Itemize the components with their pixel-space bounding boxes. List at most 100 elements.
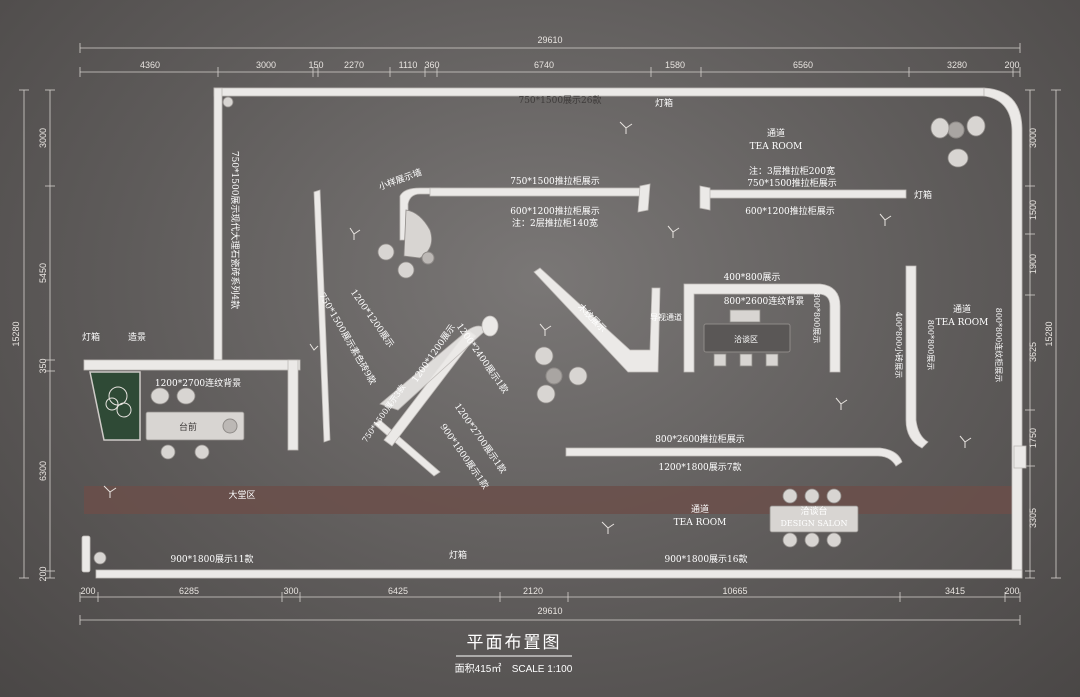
dim-top-seg: 6560	[793, 60, 813, 70]
dim-bottom-seg: 200	[1004, 586, 1019, 596]
stool-icon	[160, 444, 176, 460]
reception-desk	[145, 411, 245, 441]
dim-right-seg: 3000	[1028, 128, 1038, 148]
dim-bottom-seg: 2120	[523, 586, 543, 596]
slide-display-2: 600*1200推拉柜展示	[510, 205, 600, 217]
tea-room-top: TEA ROOM	[750, 142, 803, 152]
corridor-right: 通道	[953, 303, 971, 315]
dim-top-seg: 1580	[665, 60, 685, 70]
outer-walls	[81, 87, 1027, 579]
dim-total-bottom: 29610	[537, 606, 562, 616]
dim-bottom-seg: 300	[283, 586, 298, 596]
bottom-display-2: 900*1800展示16款	[664, 553, 747, 565]
showcase-right-2b: 800*800展示	[926, 320, 935, 371]
slide-note-2: 注：2层推拉柜140宽	[512, 217, 598, 229]
dim-top-seg: 150	[308, 60, 323, 70]
showcase-right-2: 800*800展示	[812, 293, 821, 344]
dim-bottom-seg: 10665	[722, 586, 747, 596]
dim-top-seg: 3280	[947, 60, 967, 70]
dim-left-seg: 6300	[38, 461, 48, 481]
showcase-400-label: 400*800展示	[724, 272, 781, 283]
plan-title: 平面布置图	[467, 633, 562, 653]
scenery-label: 造景	[128, 331, 146, 343]
slide-long-label: 800*2600推拉柜展示	[655, 433, 745, 445]
negotiation-label: 洽谈区	[734, 334, 758, 344]
plant-icon	[421, 251, 435, 265]
light-box-top: 灯箱	[655, 97, 673, 109]
corridor-bottom: 通道	[691, 503, 709, 515]
dim-left-seg: 350	[38, 358, 48, 373]
dim-left-seg: 3000	[38, 128, 48, 148]
slide-display-3: 750*1500推拉柜展示	[747, 177, 837, 189]
slide-display-1: 750*1500推拉柜展示	[510, 175, 600, 187]
diag-display-1: 1200*1200展示	[348, 287, 396, 349]
dim-left-total: 15280	[11, 321, 21, 346]
slide-note-3: 注：3层推拉柜200宽	[749, 165, 835, 177]
dim-top-seg: 360	[424, 60, 439, 70]
dim-top-seg: 200	[1004, 60, 1019, 70]
dim-bottom-seg: 200	[80, 586, 95, 596]
person-icons	[103, 121, 972, 534]
dim-top-seg: 4360	[140, 60, 160, 70]
chair-icon	[377, 243, 395, 261]
plant-icon	[93, 551, 107, 565]
scenery-panel	[89, 371, 141, 441]
light-box-left: 灯箱	[82, 331, 100, 343]
negotiation-area	[683, 283, 841, 373]
dim-right-seg: 1900	[1028, 254, 1038, 274]
tea-room-bottom: TEA ROOM	[674, 518, 727, 528]
dim-total-top: 29610	[537, 35, 562, 45]
dim-top-seg: 6740	[534, 60, 554, 70]
plant-icon	[222, 96, 234, 108]
reception-zone	[83, 359, 301, 460]
left-dimension-lines: 15280 3000 5450 350 6300 200	[11, 89, 55, 582]
dim-top-seg: 2270	[344, 60, 364, 70]
dim-bottom-seg: 6425	[388, 586, 408, 596]
design-desk-label: 洽谈台	[800, 505, 827, 517]
sample-counter	[403, 209, 433, 259]
dim-right-seg: 1500	[1028, 200, 1038, 220]
slide-display-1-wall	[429, 187, 641, 197]
right-display-wall	[905, 265, 929, 449]
light-box-right: 灯箱	[914, 189, 932, 201]
dim-top-seg: 1110	[399, 60, 418, 70]
top-dimension-lines: 29610 4360 3000 150 2270 1110 360 6740 1…	[79, 35, 1021, 77]
right-dimension-lines: 3000 1500 1900 3625 1750 3305 15280	[1025, 89, 1061, 579]
bg-wall-2-label: 800*2600连纹背景	[724, 295, 805, 307]
slide-long-count: 1200*1800展示7款	[658, 461, 741, 473]
slide-display-3-wall	[705, 189, 907, 199]
area-label: 面积415㎡	[455, 663, 502, 675]
showcase-right-3: 800*800连纹柜展示	[994, 308, 1004, 383]
dim-right-total: 15280	[1044, 321, 1054, 346]
chair-icon	[176, 387, 196, 405]
hall-strip	[84, 486, 1019, 514]
bg-wall-1-label: 1200*2700连纹背景	[155, 377, 241, 389]
flow-guide-label: 导视通道	[650, 312, 682, 322]
bottom-dimension-lines: 200 6285 300 6425 2120 10665 3415 200 29…	[79, 586, 1021, 625]
chair-icon	[397, 261, 415, 279]
dim-left-seg: 5450	[38, 263, 48, 283]
light-box-bottom: 灯箱	[449, 549, 467, 561]
showcase-right-1: 400*800小砖展示	[894, 312, 904, 379]
slide-display-4: 600*1200推拉柜展示	[745, 205, 835, 217]
top-display-label: 750*1500展示26款	[518, 94, 601, 106]
tea-room-right: TEA ROOM	[936, 318, 989, 328]
tea-table-top	[930, 115, 986, 168]
diag-display-7: 900*1800展示1款	[437, 421, 491, 491]
corridor-top: 通道	[767, 127, 785, 139]
cross-display	[373, 315, 499, 477]
dim-right-seg: 1750	[1028, 428, 1038, 448]
scale-label: SCALE 1:100	[512, 664, 573, 675]
design-salon	[769, 488, 859, 548]
dim-left-seg: 200	[38, 566, 48, 581]
dim-top-seg: 3000	[256, 60, 276, 70]
diag-display-6: 1200*2700展示1款	[452, 401, 509, 476]
dim-right-seg: 3305	[1028, 508, 1038, 528]
dim-bottom-seg: 6285	[179, 586, 199, 596]
long-slide-wall	[565, 447, 903, 467]
bottom-display-1: 900*1800展示11款	[170, 553, 253, 565]
chair-icon	[150, 387, 170, 405]
left-wall-display-label: 750*1500展示现代大理石瓷砖系列4款	[229, 151, 241, 309]
design-salon-label: DESIGN SALON	[781, 519, 848, 528]
